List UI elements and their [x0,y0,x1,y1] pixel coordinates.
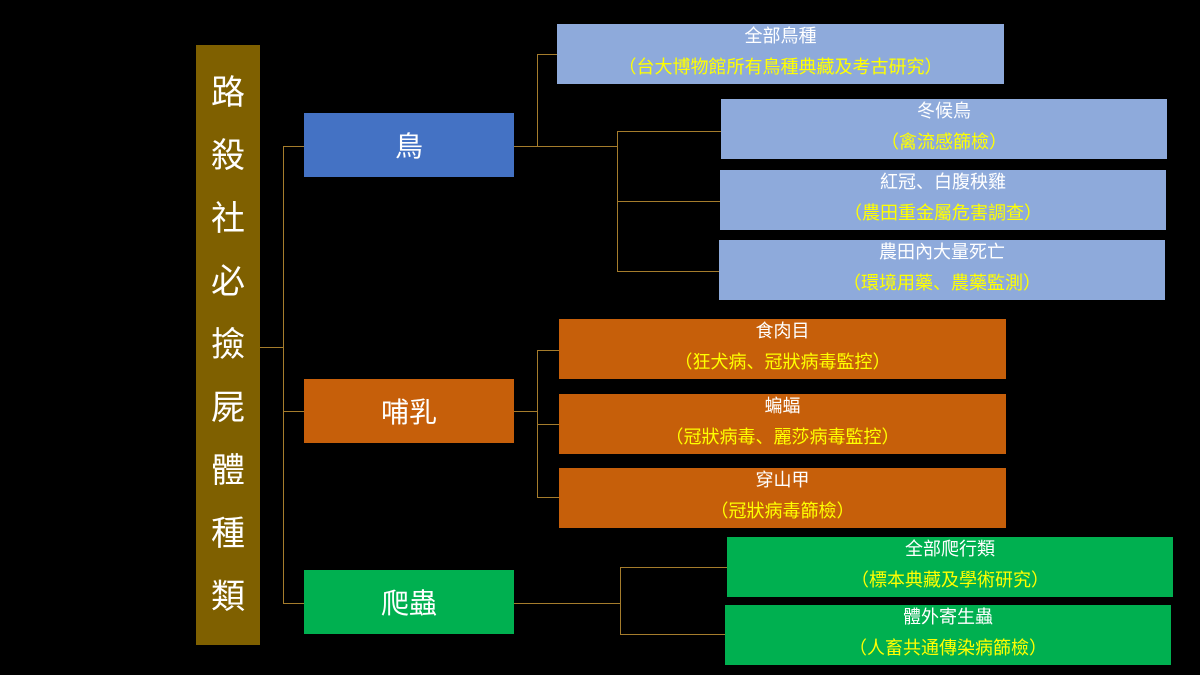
leaf-note: （冠狀病毒篩檢） [710,501,855,522]
category-label: 哺乳 [380,396,437,429]
connector [617,131,721,132]
root-char: 殺 [211,135,245,176]
leaf-node: 全部爬行類 （標本典藏及學術研究） [727,537,1173,597]
connector [537,54,557,55]
root-char: 撿 [211,324,245,365]
leaf-node: 全部鳥種 （台大博物館所有鳥種典藏及考古研究） [557,24,1004,84]
leaf-title: 冬候鳥 [917,101,971,122]
leaf-note: （禽流感篩檢） [881,132,1007,153]
leaf-note: （人畜共通傳染病篩檢） [849,638,1047,659]
connector [283,411,304,412]
leaf-node: 紅冠、白腹秧雞 （農田重金屬危害調查） [720,170,1166,230]
connector [513,146,617,147]
leaf-note: （冠狀病毒、麗莎病毒監控） [665,427,900,448]
connector [283,603,304,604]
leaf-title: 食肉目 [755,321,810,342]
connector [537,350,538,497]
connector [617,201,720,202]
leaf-node: 蝙蝠 （冠狀病毒、麗莎病毒監控） [559,394,1006,454]
connector [283,146,304,147]
leaf-title: 農田內大量死亡 [879,242,1005,263]
leaf-title: 全部鳥種 [744,26,817,47]
leaf-note: （標本典藏及學術研究） [851,570,1049,591]
leaf-title: 全部爬行類 [905,539,995,560]
category-reptile: 爬蟲 [304,570,514,634]
leaf-title: 體外寄生蟲 [903,607,993,628]
leaf-note: （環境用藥、農藥監測） [843,273,1041,294]
connector [514,603,620,604]
connector [537,497,559,498]
root-char: 類 [211,576,245,617]
connector [514,411,537,412]
root-char: 必 [211,261,245,302]
root-char: 體 [211,450,245,491]
connector [537,350,559,351]
connector [617,271,719,272]
root-node: 路 殺 社 必 撿 屍 體 種 類 [196,45,260,645]
connector [283,146,284,603]
category-label: 爬蟲 [380,587,437,620]
leaf-node: 穿山甲 （冠狀病毒篩檢） [559,468,1006,528]
leaf-node: 食肉目 （狂犬病、冠狀病毒監控） [559,319,1006,379]
leaf-title: 蝙蝠 [764,396,801,417]
category-mammal: 哺乳 [304,379,514,443]
root-char: 社 [211,198,245,239]
leaf-node: 冬候鳥 （禽流感篩檢） [721,99,1167,159]
leaf-node: 體外寄生蟲 （人畜共通傳染病篩檢） [725,605,1171,665]
connector [620,567,621,634]
connector [620,567,727,568]
leaf-title: 紅冠、白腹秧雞 [880,172,1006,193]
root-char: 路 [211,72,245,113]
root-char: 屍 [211,387,245,428]
leaf-note: （狂犬病、冠狀病毒監控） [674,352,891,373]
leaf-title: 穿山甲 [755,470,810,491]
connector [260,347,283,348]
leaf-note: （農田重金屬危害調查） [844,203,1042,224]
root-char: 種 [211,513,245,554]
category-label: 鳥 [394,130,423,163]
category-bird: 鳥 [304,113,514,177]
connector [620,634,727,635]
connector [537,54,538,146]
connector [537,424,559,425]
leaf-node: 農田內大量死亡 （環境用藥、農藥監測） [719,240,1165,300]
leaf-note: （台大博物館所有鳥種典藏及考古研究） [618,57,943,78]
